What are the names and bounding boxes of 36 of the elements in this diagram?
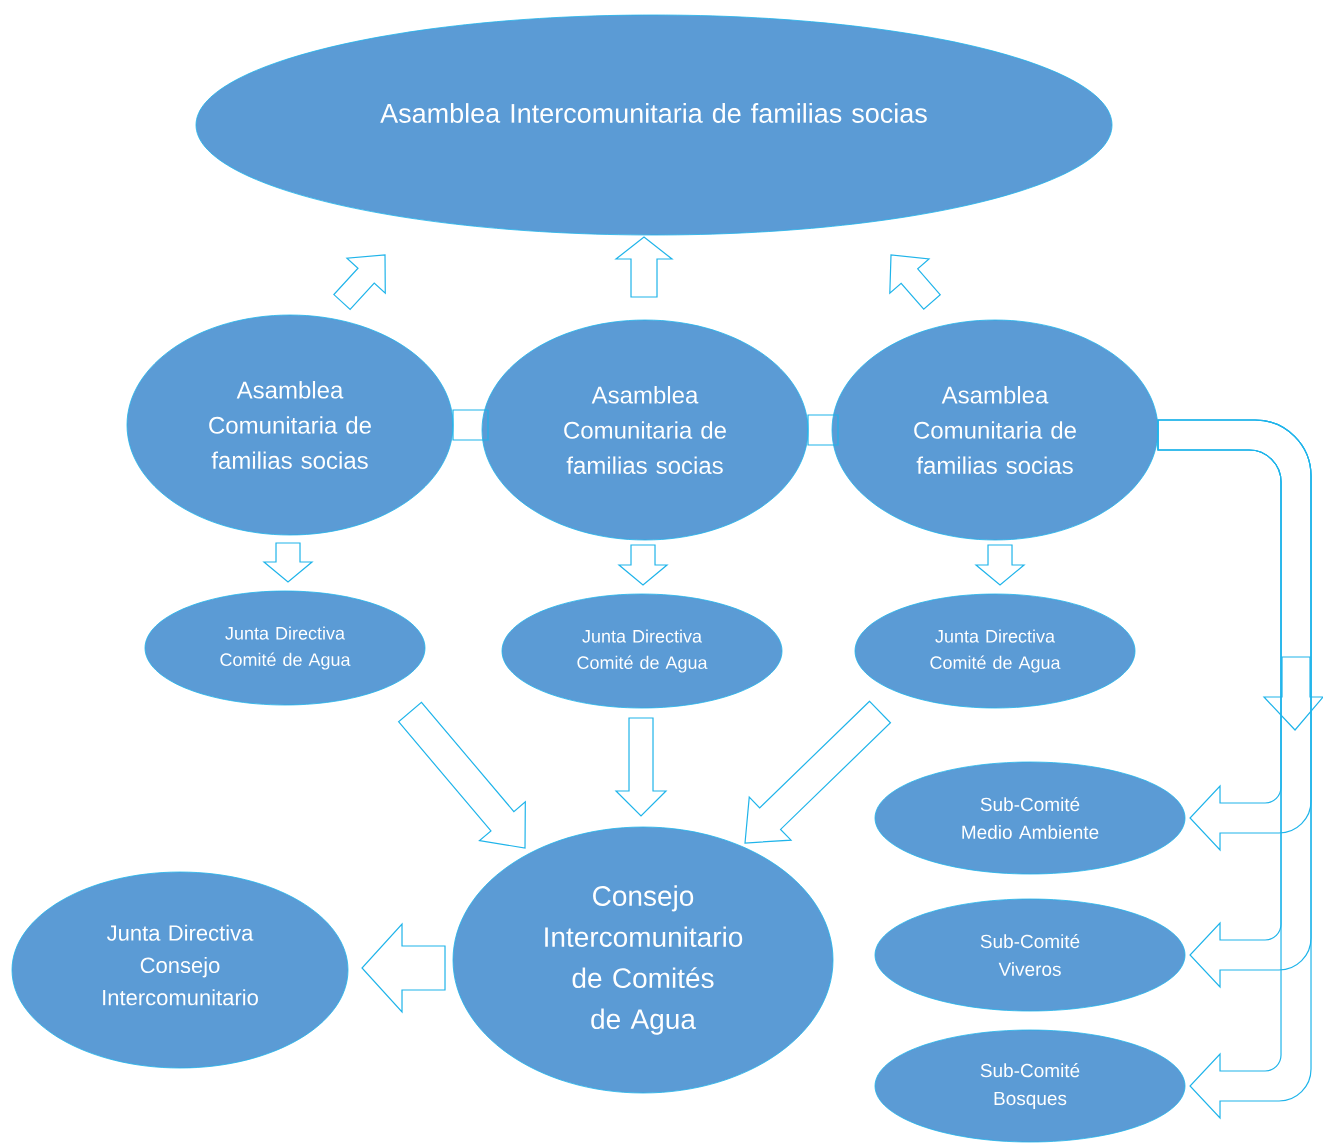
ellipse-node bbox=[874, 1029, 1186, 1143]
node-label: Consejo Intercomunitario de Comités de Agua bbox=[545, 885, 743, 1035]
node-label: Asamblea Intercomunitaria de familias socias bbox=[380, 103, 927, 123]
block-arrow bbox=[744, 700, 892, 844]
node-label: Sub-Comité Bosques bbox=[980, 1063, 1080, 1109]
node-label: Junta Directiva Comité de Agua bbox=[577, 629, 708, 673]
block-arrow bbox=[397, 701, 526, 849]
block-arrow bbox=[361, 922, 446, 1014]
node-label: Sub-Comité Viveros bbox=[980, 933, 1080, 977]
ellipse-node bbox=[126, 314, 454, 536]
ellipse-node bbox=[195, 14, 1113, 236]
block-arrow bbox=[617, 544, 669, 586]
ellipse-node bbox=[854, 593, 1136, 709]
node-label: Asamblea Comunitaria de familias socias bbox=[209, 380, 371, 470]
node-label: Junta Directiva Consejo Intercomunitario bbox=[103, 924, 258, 1006]
connector-bar bbox=[452, 409, 489, 441]
ellipse-node bbox=[501, 593, 783, 709]
node-label: Asamblea Comunitaria de familias socias bbox=[914, 385, 1076, 475]
node-label: Junta Directiva Comité de Agua bbox=[930, 629, 1061, 673]
block-arrow bbox=[614, 717, 668, 817]
block-arrow bbox=[974, 544, 1026, 586]
ellipse-node bbox=[452, 826, 834, 1094]
ellipse-node bbox=[831, 319, 1159, 541]
ellipse-node bbox=[11, 871, 349, 1069]
block-arrow bbox=[333, 254, 386, 311]
ellipse-node bbox=[481, 319, 809, 541]
block-arrow bbox=[262, 542, 314, 583]
node-label: Sub-Comité Medio Ambiente bbox=[962, 796, 1099, 840]
node-label: Asamblea Comunitaria de familias socias bbox=[564, 385, 726, 475]
block-arrow bbox=[614, 236, 674, 298]
block-arrow bbox=[1157, 419, 1312, 1119]
ellipse-node bbox=[874, 761, 1186, 875]
ellipse-node bbox=[874, 898, 1186, 1012]
ellipse-node bbox=[144, 590, 426, 706]
node-label: Junta Directiva Comité de Agua bbox=[220, 626, 351, 670]
connector-bar bbox=[807, 414, 839, 446]
